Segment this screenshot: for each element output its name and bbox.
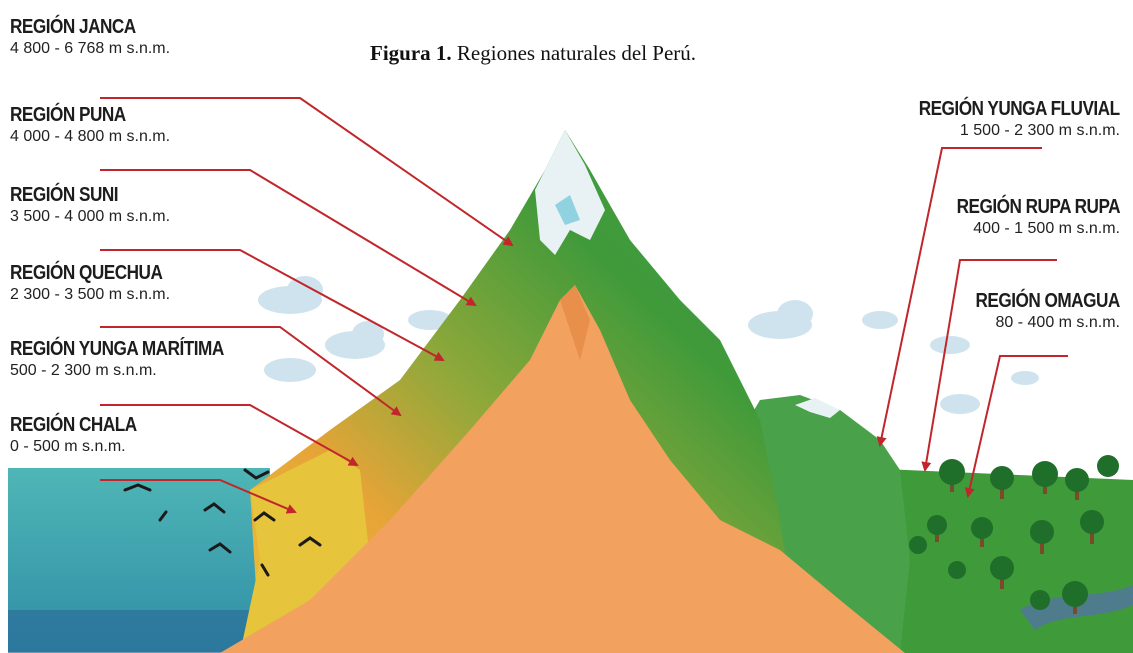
leader-arrows: [100, 97, 1068, 514]
label-region-rupa-rupa: REGIÓN RUPA RUPA 400 - 1 500 m s.n.m.: [930, 196, 1121, 238]
region-altitude: 3 500 - 4 000 m s.n.m.: [10, 208, 171, 225]
label-region-yunga-maritima: REGIÓN YUNGA MARÍTIMA 500 - 2 300 m s.n.…: [10, 338, 259, 380]
arrow-rupa-rupa: [921, 259, 1057, 472]
snow-patch: [555, 195, 580, 225]
label-region-yunga-fluvial: REGIÓN YUNGA FLUVIAL 1 500 - 2 300 m s.n…: [886, 98, 1120, 140]
arrow-quechua: [100, 326, 402, 417]
clouds: [258, 276, 1039, 414]
birds: [123, 468, 322, 577]
region-name: REGIÓN QUECHUA: [10, 262, 163, 284]
region-altitude: 500 - 2 300 m s.n.m.: [10, 362, 157, 379]
arrow-omagua: [964, 355, 1068, 498]
arrow-yunga-maritima: [100, 404, 359, 466]
region-name: REGIÓN PUNA: [10, 104, 126, 126]
region-altitude: 4 800 - 6 768 m s.n.m.: [10, 40, 171, 57]
arrow-yunga-fluvial: [876, 147, 1042, 447]
figure-caption: Figura 1. Regiones naturales del Perú.: [370, 41, 696, 66]
region-altitude: 2 300 - 3 500 m s.n.m.: [10, 286, 171, 303]
label-region-chala: REGIÓN CHALA 0 - 500 m s.n.m.: [10, 414, 157, 456]
region-altitude: 80 - 400 m s.n.m.: [995, 314, 1121, 331]
arrow-janca: [100, 97, 514, 247]
region-altitude: 400 - 1 500 m s.n.m.: [973, 220, 1120, 237]
figure-number: Figura 1.: [370, 41, 452, 65]
region-name: REGIÓN OMAGUA: [975, 290, 1121, 312]
label-region-quechua: REGIÓN QUECHUA 2 300 - 3 500 m s.n.m.: [10, 262, 187, 304]
region-name: REGIÓN RUPA RUPA: [956, 196, 1121, 218]
arrow-puna: [100, 169, 477, 307]
label-region-suni: REGIÓN SUNI 3 500 - 4 000 m s.n.m.: [10, 184, 170, 226]
region-name: REGIÓN JANCA: [10, 16, 136, 38]
region-altitude: 0 - 500 m s.n.m.: [10, 438, 126, 455]
trees: [909, 455, 1119, 614]
earth-shade: [560, 285, 590, 360]
region-name: REGIÓN YUNGA FLUVIAL: [919, 98, 1120, 120]
arrow-suni: [100, 249, 445, 361]
region-name: REGIÓN CHALA: [10, 414, 137, 436]
region-altitude: 4 000 - 4 800 m s.n.m.: [10, 128, 171, 145]
arrow-chala: [100, 479, 297, 514]
region-name: REGIÓN YUNGA MARÍTIMA: [10, 338, 224, 360]
region-name: REGIÓN SUNI: [10, 184, 119, 206]
snow-cap: [535, 130, 605, 255]
foothill-snow: [795, 398, 840, 418]
label-region-puna: REGIÓN PUNA 4 000 - 4 800 m s.n.m.: [10, 104, 170, 146]
label-region-omagua: REGIÓN OMAGUA 80 - 400 m s.n.m.: [952, 290, 1121, 332]
figure-title: Regiones naturales del Perú.: [456, 41, 697, 65]
earth-cross-section: [220, 285, 905, 653]
sea-deep: [8, 610, 270, 653]
region-altitude: 1 500 - 2 300 m s.n.m.: [959, 122, 1120, 139]
label-region-janca: REGIÓN JANCA 4 800 - 6 768 m s.n.m.: [10, 16, 170, 58]
